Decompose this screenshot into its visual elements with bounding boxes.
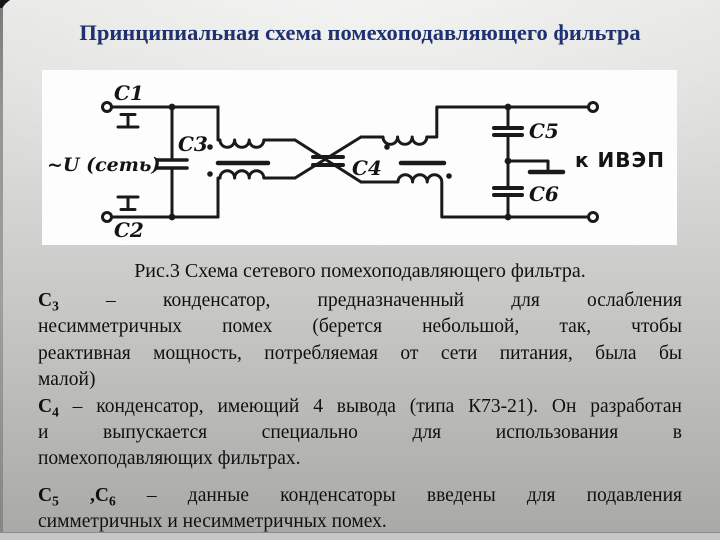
input-terminal-top	[101, 101, 113, 113]
body-text: С3 – конденсатор, предназначенный для ос…	[38, 288, 682, 536]
label-to-ivep-output: к ИВЭП	[575, 148, 665, 172]
input-terminal-bottom	[101, 211, 113, 223]
text-line: и выпускается специально для использован…	[38, 421, 682, 443]
polarity-dot	[384, 144, 390, 150]
label-c5: C5	[529, 119, 559, 143]
output-terminal-top	[587, 101, 599, 113]
chassis-ground-symbol	[506, 159, 566, 175]
polarity-dot	[207, 171, 213, 177]
polarity-dot	[446, 173, 452, 179]
label-c3: C3	[178, 132, 208, 156]
choke-2-bottom-winding	[359, 173, 590, 219]
paragraph-c3: С3 – конденсатор, предназначенный для ос…	[38, 288, 682, 394]
capacitor-c4	[293, 135, 363, 184]
junction-dot	[168, 213, 176, 221]
page-title: Принципиальная схема помехоподавляющего …	[79, 20, 641, 45]
label-mains-input: ~U (сеть)	[47, 154, 160, 176]
text-line: реактивная мощность, потребляемая от сет…	[38, 342, 682, 364]
capacitor-c1	[116, 113, 140, 129]
capacitor-c2	[116, 195, 140, 211]
capacitor-c3	[155, 105, 189, 219]
corner-artifact	[0, 0, 10, 8]
schematic-labels: C1 C2 C3 C4 C5 C6 ~U (сеть) к ИВЭП	[47, 81, 665, 242]
junction-dot	[504, 157, 512, 165]
paragraph-c4: С4 – конденсатор, имеющий 4 вывода (типа…	[38, 394, 682, 473]
label-c1: C1	[114, 81, 144, 105]
choke-2	[359, 105, 590, 219]
junction-dot	[168, 103, 176, 111]
paragraph-c5-c6: С5 ,С6 – данные конденсаторы введены для…	[38, 483, 682, 536]
choke-2-top-winding	[359, 105, 590, 146]
text-line: С4 – конденсатор, имеющий 4 вывода (типа…	[38, 395, 682, 420]
schematic-panel: C1 C2 C3 C4 C5 C6 ~U (сеть) к ИВЭП	[42, 70, 677, 245]
junction-dot	[504, 213, 512, 221]
junction-dot	[504, 103, 512, 111]
label-c4: C4	[352, 156, 382, 180]
choke-1	[207, 105, 297, 219]
left-edge-shadow	[0, 0, 3, 540]
figure-caption: Рис.3 Схема сетевого помехоподавляющего …	[134, 260, 586, 282]
text-line: С5 ,С6 – данные конденсаторы введены для…	[38, 484, 682, 509]
choke-1-bottom-winding	[216, 169, 297, 219]
text-line: несимметричных помех (берется небольшой,…	[38, 316, 682, 338]
capacitor-c6	[492, 159, 524, 219]
text-line: малой)	[38, 369, 96, 391]
capacitor-c5	[492, 105, 524, 163]
output-terminal-bottom	[587, 211, 599, 223]
bottom-edge-strip	[0, 532, 720, 540]
choke-1-top-winding	[216, 105, 297, 149]
text-line: С3 – конденсатор, предназначенный для ос…	[38, 290, 682, 314]
polarity-dot	[207, 144, 213, 150]
label-c6: C6	[529, 182, 559, 206]
circuit-schematic: C1 C2 C3 C4 C5 C6 ~U (сеть) к ИВЭП	[47, 81, 665, 242]
text-line: помехоподавляющих фильтрах.	[38, 448, 301, 470]
text-line: симметричных и несимметричных помех.	[38, 511, 387, 533]
label-c2: C2	[114, 218, 144, 242]
